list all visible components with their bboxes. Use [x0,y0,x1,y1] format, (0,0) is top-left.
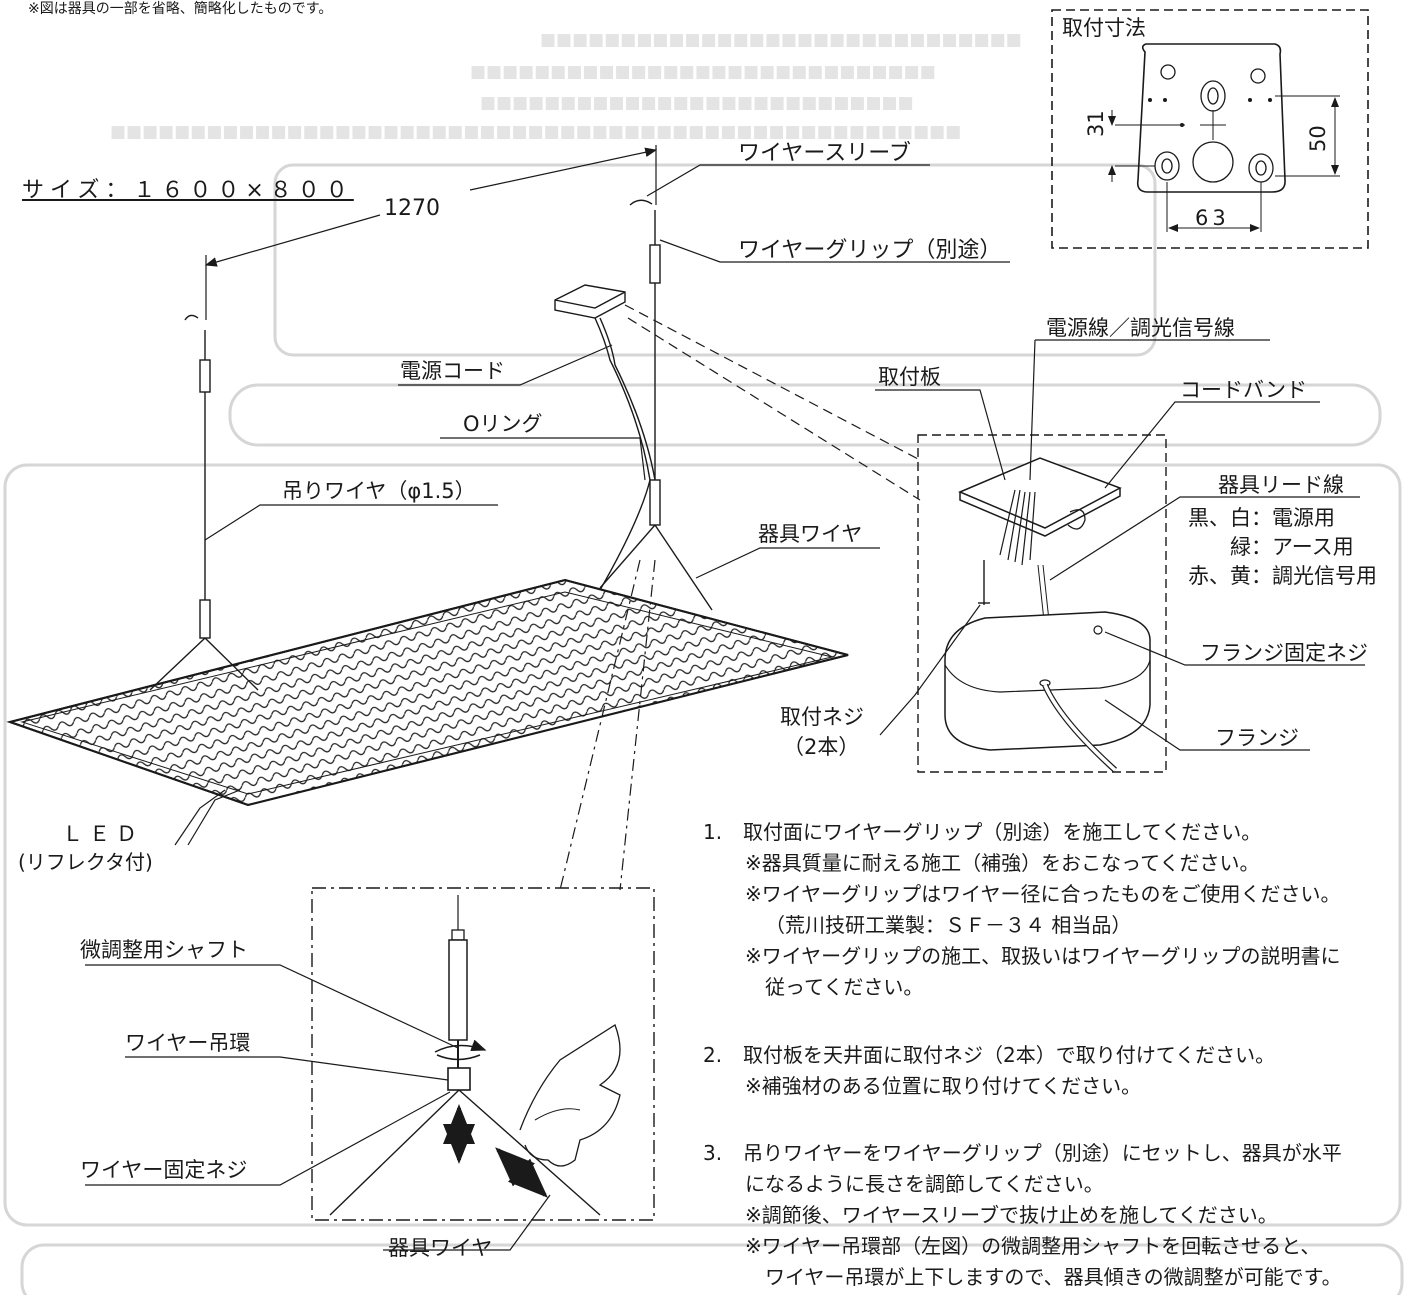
bleed-text: ■■■■■■■■■■■■■■■■■■■■■■■■■■■ [480,93,914,113]
step-1-line-1: 取付面にワイヤーグリップ（別途）を施工してください。 [743,820,1262,844]
left-hanging-wire [149,314,259,691]
canopy-detail-box [917,434,1167,773]
power-signal-line-label: 電源線／調光信号線 [1046,316,1235,340]
bleed-text: ■■■■■■■■■■■■■■■■■■■■■■■■■■■■■■ [540,30,1022,50]
power-cord-label: 電源コード [400,359,505,383]
bleed-text: ■■■■■■■■■■■■■■■■■■■■■■■■■■■■■ [470,62,936,82]
flange-label: フランジ [1215,726,1299,750]
step-2: 2. 取付板を天井面に取付ネジ（2本）で取り付けてください。 ※補強材のある位置に… [703,1040,1275,1102]
leader-lines [85,164,1365,1251]
step-1-line-4: （荒川技研工業製：ＳＦ－３４ 相当品） [765,913,1132,937]
step-3-number: 3. [703,1141,723,1165]
step-2-number: 2. [703,1043,723,1067]
step-1-number: 1. [703,820,723,844]
wire-detail-leader [559,559,656,891]
step-3-line-5: ワイヤー吊環が上下しますので、器具傾きの微調整が可能です。 [765,1265,1342,1289]
lead-green-label: 緑：アース用 [1230,535,1354,559]
wire-grip-label: ワイヤーグリップ（別途） [738,238,1002,263]
hanging-wire-label: 吊りワイヤ（φ1.5） [282,479,476,503]
mount-dim-50: 50 [1306,125,1330,152]
mount-screw-count-label: （2本） [783,735,860,759]
fine-shaft-label: 微調整用シャフト [80,938,248,962]
fixture-wire-bottom-label: 器具ワイヤ [388,1236,493,1260]
step-1-line-5: ※ワイヤーグリップの施工、取扱いはワイヤーグリップの説明書に [745,944,1341,968]
step-1: 1. 取付面にワイヤーグリップ（別途）を施工してください。 ※器具質量に耐える施工… [703,817,1341,1003]
step-1-line-2: ※器具質量に耐える施工（補強）をおこなってください。 [745,851,1260,875]
lead-black-white-label: 黒、白：電源用 [1188,506,1335,530]
header-note: ※図は器具の一部を省略、簡略化したものです。 [28,1,333,17]
dimension-1270-label: 1270 [384,196,440,221]
mount-dimension-title: 取付寸法 [1062,16,1146,40]
mount-plate-label: 取付板 [878,365,941,389]
bleed-text: ■■■■■■■■■■■■■■■■■■■■■■■■■■■■■■■■■■■■■■■■… [110,122,962,142]
ceiling-canopy [554,284,656,591]
step-2-line-1: 取付板を天井面に取付ネジ（2本）で取り付けてください。 [743,1043,1276,1067]
cord-band-label: コードバンド [1180,378,1308,402]
wire-ring-label: ワイヤー吊環 [125,1031,251,1055]
wire-ring-detail-box [311,887,655,1221]
right-hanging-wire [599,199,713,611]
dimension-1270-line [204,145,658,320]
canopy-detail-leader [624,304,921,501]
lead-wire-label: 器具リード線 [1218,473,1344,497]
step-3-line-3: ※調節後、ワイヤースリーブで抜け止めを施してください。 [745,1203,1278,1227]
step-3-line-4: ※ワイヤー吊環部（左図）の微調整用シャフトを回転させると、 [745,1234,1321,1258]
led-panel [6,578,849,807]
step-2-line-2: ※補強材のある位置に取り付けてください。 [745,1074,1142,1098]
wire-screw-label: ワイヤー固定ネジ [80,1158,248,1182]
step-3: 3. 吊りワイヤーをワイヤーグリップ（別途）にセットし、器具が水平 になるように長… [703,1138,1342,1293]
mount-dim-31: 31 [1084,110,1108,137]
o-ring-label: Oリング [463,412,543,436]
step-3-line-2: になるように長さを調節してください。 [745,1172,1104,1196]
fixture-wire-label: 器具ワイヤ [758,522,863,546]
lead-red-yellow-label: 赤、黄：調光信号用 [1188,564,1377,588]
step-1-line-6: 従ってください。 [765,975,924,999]
mount-dimension-box [1051,9,1369,249]
step-1-line-3: ※ワイヤーグリップはワイヤー径に合ったものをご使用ください。 [745,882,1341,906]
mount-dim-63: 63 [1195,206,1230,230]
led-label: ＬＥＤ [62,822,143,846]
size-label: サイズ：１６００×８００ [22,178,354,203]
flange-screw-label: フランジ固定ネジ [1200,641,1368,665]
mount-screw-label: 取付ネジ [780,705,864,729]
step-3-line-1: 吊りワイヤーをワイヤーグリップ（別途）にセットし、器具が水平 [743,1141,1342,1165]
wire-sleeve-label: ワイヤースリーブ [738,141,911,166]
led-sublabel: (リフレクタ付) [18,850,153,874]
